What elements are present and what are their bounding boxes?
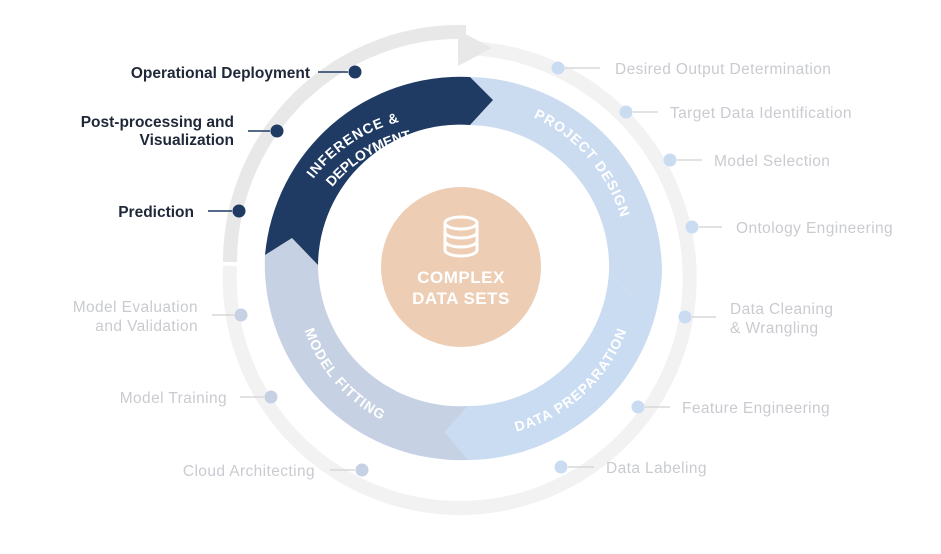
step-label: Feature Engineering <box>682 400 830 417</box>
step-post-processing[interactable]: Post-processing and Visualization <box>81 114 284 149</box>
step-dot <box>264 390 278 404</box>
step-label: Operational Deployment <box>131 65 310 82</box>
step-dot <box>234 308 248 322</box>
step-dot <box>551 61 565 75</box>
step-desired-output[interactable]: Desired Output Determination <box>551 61 832 78</box>
step-label: Ontology Engineering <box>736 220 893 237</box>
step-label-line2: and Validation <box>95 318 198 335</box>
segment-data-preparation[interactable] <box>445 272 662 460</box>
step-label-line1: Post-processing and <box>81 114 234 131</box>
step-label: Model Selection <box>714 153 830 170</box>
step-label: Desired Output Determination <box>615 61 831 78</box>
step-prediction[interactable]: Prediction <box>118 204 246 221</box>
outer-ring-arrowhead <box>458 30 492 66</box>
step-feature-engineering[interactable]: Feature Engineering <box>631 400 831 417</box>
database-icon <box>443 215 479 258</box>
step-data-cleaning[interactable]: Data Cleaning & Wrangling <box>678 301 834 337</box>
step-label-line1: Data Cleaning <box>730 301 833 318</box>
center-circle <box>381 187 541 347</box>
step-dot <box>685 220 699 234</box>
step-dot <box>678 310 692 324</box>
center-title-line1: COMPLEX <box>417 268 505 287</box>
step-model-evaluation[interactable]: Model Evaluation and Validation <box>73 299 248 335</box>
step-operational-deployment[interactable]: Operational Deployment <box>131 65 362 82</box>
step-cloud-architecting[interactable]: Cloud Architecting <box>183 463 369 480</box>
step-model-selection[interactable]: Model Selection <box>663 153 831 170</box>
step-label: Model Training <box>120 390 227 407</box>
step-label-line1: Model Evaluation <box>73 299 198 316</box>
step-dot <box>270 124 284 138</box>
step-ontology[interactable]: Ontology Engineering <box>685 220 894 237</box>
step-dot <box>232 204 246 218</box>
step-data-labeling[interactable]: Data Labeling <box>554 460 707 477</box>
step-dot <box>631 400 645 414</box>
step-dot <box>355 463 369 477</box>
step-target-data[interactable]: Target Data Identification <box>619 105 852 122</box>
step-label: Prediction <box>118 204 194 221</box>
segment-project-design[interactable] <box>470 77 662 296</box>
step-label: Data Labeling <box>606 460 707 477</box>
step-label-line2: & Wrangling <box>730 320 819 337</box>
center-title-line2: DATA SETS <box>412 289 510 308</box>
segment-model-fitting[interactable] <box>264 238 468 461</box>
step-dot <box>348 65 362 79</box>
step-dot <box>619 105 633 119</box>
step-dot <box>554 460 568 474</box>
segment-inference-deployment[interactable] <box>265 76 493 265</box>
step-model-training[interactable]: Model Training <box>120 390 278 407</box>
step-label: Cloud Architecting <box>183 463 315 480</box>
step-label: Target Data Identification <box>670 105 852 122</box>
step-label-line2: Visualization <box>140 132 234 149</box>
step-dot <box>663 153 677 167</box>
